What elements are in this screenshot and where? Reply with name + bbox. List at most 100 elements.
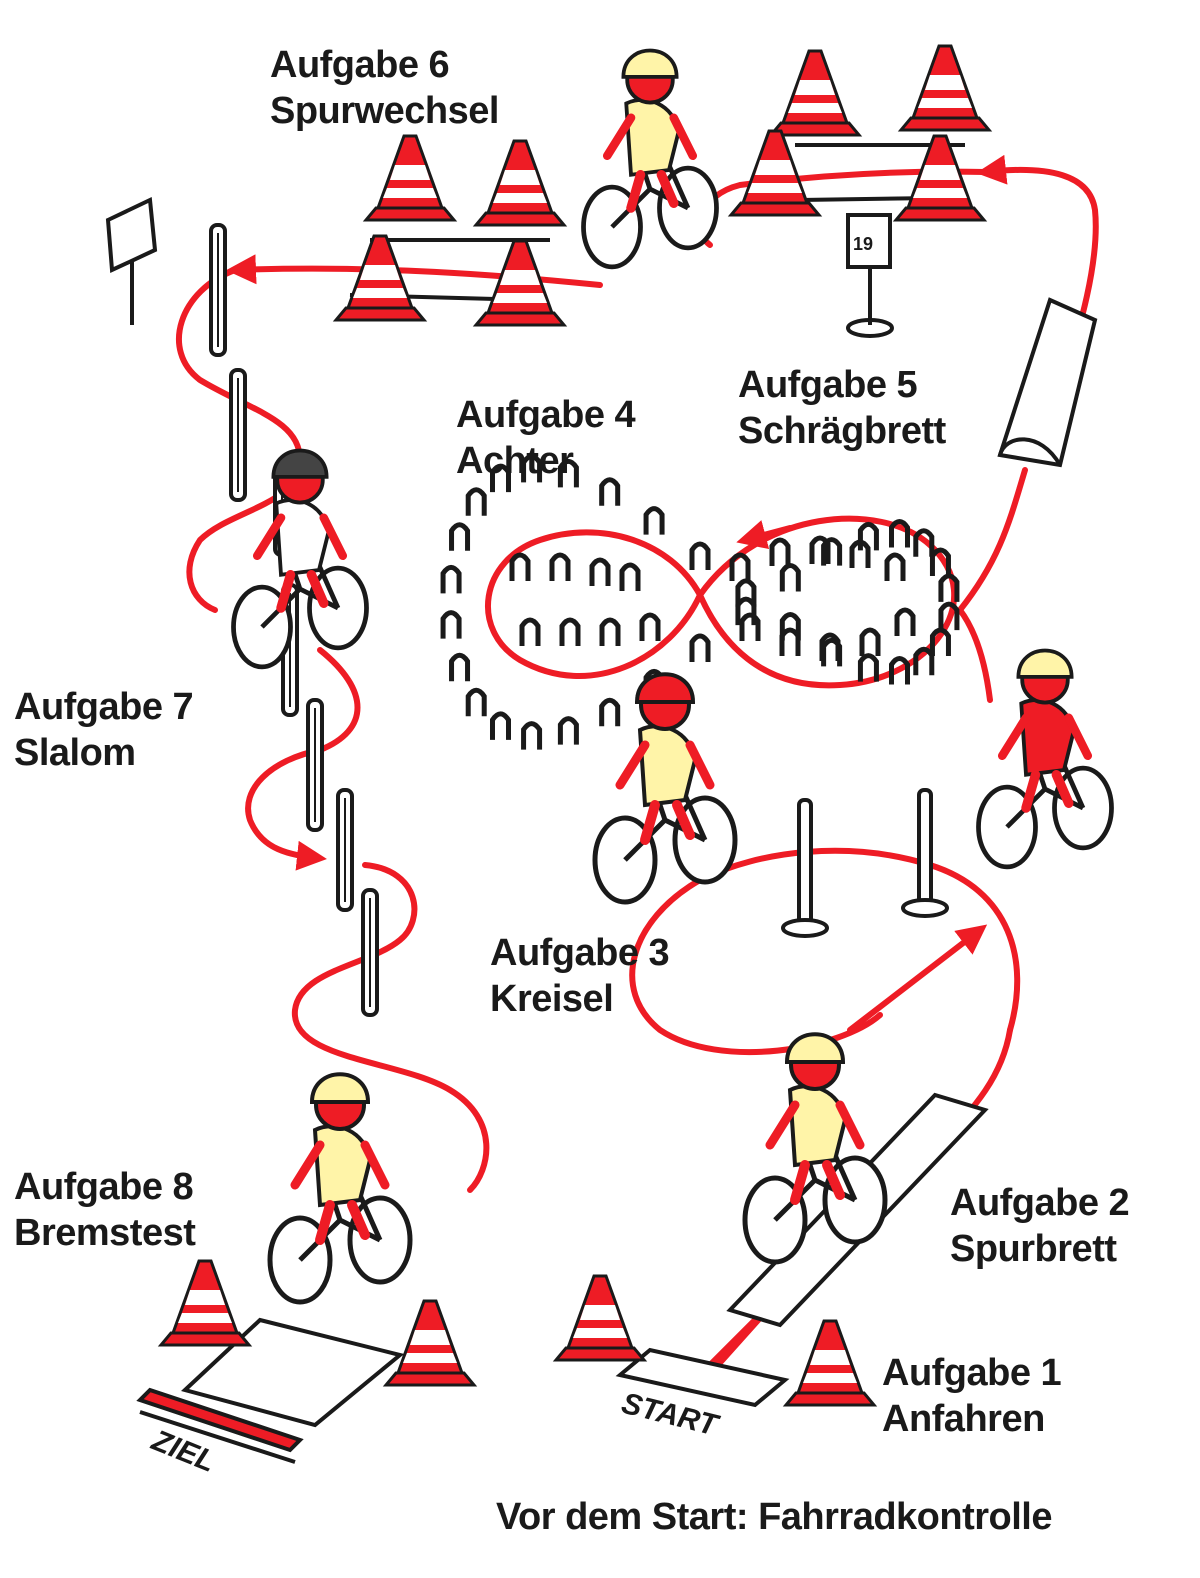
achter-post-icon <box>599 697 621 727</box>
achter-post-icon <box>549 552 571 581</box>
traffic-cone-icon <box>332 234 428 322</box>
achter-post-icon <box>779 612 801 641</box>
achter-post-icon <box>769 537 791 566</box>
road-sign-icon <box>105 196 158 325</box>
achter-post-icon <box>739 612 761 641</box>
traffic-cone-icon <box>782 1319 878 1407</box>
traffic-cone-icon <box>382 1299 478 1387</box>
achter-post-icon <box>809 535 831 564</box>
traffic-cone-icon <box>157 1259 253 1347</box>
traffic-cone-icon <box>552 1274 648 1362</box>
achter-post-icon <box>557 716 579 745</box>
achter-post-icon <box>889 656 911 685</box>
ramp-board <box>997 297 1098 468</box>
achter-post-icon <box>821 537 843 566</box>
achter-post-icon <box>729 552 751 581</box>
achter-post-icon <box>779 563 801 592</box>
achter-post-icon <box>689 541 711 570</box>
slalom-pole-icon <box>901 788 949 918</box>
achter-post-icon <box>735 596 757 626</box>
task-label-1: Aufgabe 1 Anfahren <box>882 1350 1062 1442</box>
traffic-cone-icon <box>472 139 568 227</box>
achter-post-icon <box>849 539 871 568</box>
achter-post-icon <box>938 601 960 631</box>
slalom-pole-icon <box>361 888 379 1017</box>
achter-post-icon <box>449 522 471 551</box>
achter-post-icon <box>489 463 511 493</box>
bicycle-rider-icon <box>742 1032 888 1265</box>
slalom-pole-icon <box>209 223 227 357</box>
slalom-pole-icon <box>229 368 247 502</box>
task-label-7: Aufgabe 7 Slalom <box>14 684 194 776</box>
bicycle-rider-icon <box>976 648 1114 870</box>
achter-post-icon <box>440 564 462 594</box>
achter-post-icon <box>643 506 665 535</box>
achter-post-icon <box>913 528 935 557</box>
achter-post-icon <box>440 610 462 639</box>
task-subtitle: Bremstest <box>14 1212 196 1254</box>
achter-post-icon <box>938 573 960 602</box>
task-subtitle: Slalom <box>14 732 136 774</box>
task-title: Aufgabe 4 <box>456 394 636 436</box>
finish-label: ZIEL <box>146 1424 220 1479</box>
achter-post-icon <box>894 607 916 636</box>
achter-post-icon <box>557 458 579 488</box>
slalom-pole-icon <box>306 698 324 832</box>
achter-post-icon <box>465 487 487 516</box>
footer-note: Vor dem Start: Fahrradkontrolle <box>496 1496 1053 1538</box>
traffic-cone-icon <box>897 44 993 132</box>
task-title: Aufgabe 5 <box>738 364 918 406</box>
achter-post-icon <box>779 627 801 656</box>
task-label-3: Aufgabe 3 Kreisel <box>490 930 670 1022</box>
task-title: Aufgabe 7 <box>14 686 194 728</box>
cones-layer <box>157 44 993 1407</box>
task-subtitle: Schrägbrett <box>738 410 946 452</box>
achter-post-icon <box>589 557 611 586</box>
traffic-cone-icon <box>472 239 568 327</box>
task-label-5: Aufgabe 5 Schrägbrett <box>738 362 946 454</box>
achter-post-icon <box>521 721 543 750</box>
task-title: Aufgabe 3 <box>490 932 670 974</box>
achter-post-icon <box>509 552 531 581</box>
achter-post-icon <box>689 633 711 662</box>
bicycle-rider-icon <box>581 48 719 270</box>
achter-post-icon <box>857 653 879 682</box>
slalom-pole-icon <box>336 788 354 912</box>
achter-post-icon <box>884 552 906 581</box>
bicycle-rider-icon <box>231 448 369 670</box>
achter-post-icon <box>859 627 881 656</box>
traffic-cone-icon <box>767 49 863 137</box>
task-label-6: Aufgabe 6 Spurwechsel <box>270 42 499 134</box>
achter-post-icon <box>857 521 879 551</box>
task-subtitle: Spurwechsel <box>270 90 499 132</box>
task-label-2: Aufgabe 2 Spurbrett <box>950 1180 1130 1272</box>
achter-post-icon <box>521 453 543 483</box>
achter-post-icon <box>489 711 511 740</box>
bicycle-rider-icon <box>592 672 738 905</box>
task-subtitle: Anfahren <box>882 1398 1045 1440</box>
achter-post-icon <box>449 652 471 682</box>
achter-post-icon <box>619 562 641 591</box>
achter-post-icon <box>519 617 541 646</box>
achter-post-icon <box>599 477 621 506</box>
task-title: Aufgabe 1 <box>882 1352 1062 1394</box>
task-subtitle: Achter <box>456 440 574 482</box>
traffic-cone-icon <box>892 134 988 222</box>
traffic-cone-icon <box>727 129 823 217</box>
task-title: Aufgabe 6 <box>270 44 450 86</box>
achter-post-icon <box>599 617 621 646</box>
task-subtitle: Spurbrett <box>950 1228 1117 1270</box>
traffic-cone-icon <box>362 134 458 222</box>
achter-post-icon <box>465 687 487 717</box>
road-sign-icon <box>846 213 894 338</box>
achter-posts-layer <box>440 453 960 750</box>
bicycle-rider-icon <box>267 1072 413 1305</box>
sign-number: 19 <box>853 234 873 254</box>
achter-post-icon <box>889 519 911 548</box>
task-title: Aufgabe 2 <box>950 1182 1130 1224</box>
achter-post-icon <box>639 612 661 641</box>
achter-post-icon <box>559 617 581 646</box>
riders-layer <box>231 48 1114 1305</box>
